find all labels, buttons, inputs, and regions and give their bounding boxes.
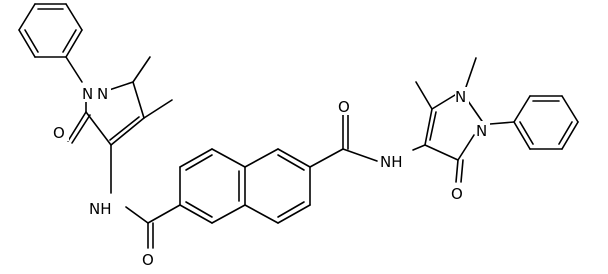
atom-label-n1-right: N [455,88,466,106]
atom-label-o-left: O [53,124,65,142]
left-phenyl-ring [18,3,83,58]
atom-label-nh-left: NH [89,200,112,218]
naphthalene-core [179,148,311,224]
right-phenyl-ring [513,95,579,150]
atom-label-o-right: O [451,185,463,203]
atom-label-nh-right: NH [380,153,403,171]
left-pyrazolone-ring [65,56,173,194]
right-pyrazolone-ring [412,57,515,183]
atom-label-o-amide-right: O [338,98,350,116]
atom-label-n2-left: N [97,85,108,103]
right-amide-linker [309,114,378,168]
atom-label-n1-left: N [82,85,93,103]
left-amide-linker [125,204,181,249]
atom-labels: O N N NH O O NH N N O [53,84,490,269]
atom-label-n2-right: N [476,122,487,140]
atom-label-o-amide-left: O [142,251,154,269]
